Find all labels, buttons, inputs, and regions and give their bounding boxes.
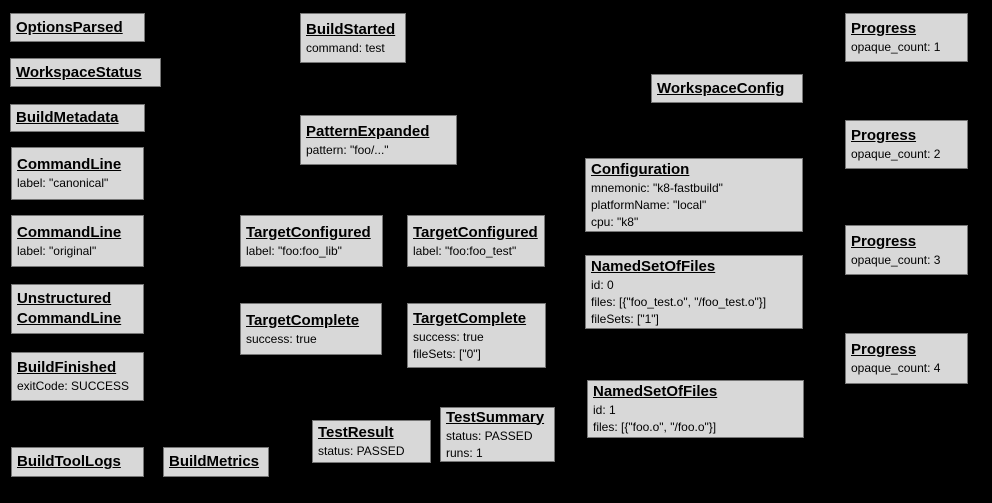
event-field: status: PASSED [446,428,533,443]
event-field: exitCode: SUCCESS [17,379,130,393]
event-field: id: 0 [591,277,614,292]
event-field: label: "canonical" [17,176,109,190]
event-box-workspace-status: WorkspaceStatus [10,58,161,87]
event-box-workspace-config: WorkspaceConfig [651,74,803,103]
event-field: cpu: "k8" [591,214,639,229]
event-field: label: "original" [17,243,97,258]
event-title: WorkspaceConfig [657,79,785,97]
event-field: files: [{"foo.o", "/foo.o"}] [593,420,717,434]
event-title: NamedSetOfFiles [591,257,716,275]
event-title: BuildMetadata [16,109,119,126]
event-box-configuration: Configuration mnemonic: "k8-fastbuild" p… [585,158,803,232]
event-box-progress-1: Progress opaque_count: 1 [845,13,968,62]
event-title: Progress [851,127,917,144]
event-field: label: "foo:foo_test" [413,243,517,258]
event-box-progress-2: Progress opaque_count: 2 [845,120,968,169]
event-title: Progress [851,20,917,37]
event-field: success: true [413,329,484,344]
event-box-test-result: TestResult status: PASSED [312,420,431,463]
event-field: command: test [306,40,385,55]
event-title: CommandLine [17,156,122,173]
event-field: pattern: "foo/..." [306,142,389,157]
event-title: WorkspaceStatus [16,63,142,81]
event-box-target-complete-test: TargetComplete success: true fileSets: [… [407,303,546,368]
event-title: BuildMetrics [169,453,260,470]
event-title: TargetConfigured [413,223,538,241]
event-field: mnemonic: "k8-fastbuild" [591,180,723,195]
event-field: files: [{"foo_test.o", "/foo_test.o"}] [591,294,767,309]
event-field: runs: 1 [446,445,483,460]
event-title: Progress [851,341,917,358]
event-box-progress-3: Progress opaque_count: 3 [845,225,968,275]
event-field: opaque_count: 2 [851,147,941,161]
event-title: BuildToolLogs [17,453,121,470]
event-field: fileSets: ["1"] [591,311,659,326]
event-title: CommandLine [17,223,122,241]
event-box-build-metrics: BuildMetrics [163,447,269,477]
event-field: platformName: "local" [591,197,707,212]
event-box-target-configured-foo-test: TargetConfigured label: "foo:foo_test" [407,215,545,267]
event-field: label: "foo:foo_lib" [246,243,342,258]
event-box-command-line-canonical: CommandLine label: "canonical" [11,147,144,200]
event-title: TargetComplete [413,309,527,327]
event-box-named-set-of-files-1: NamedSetOfFiles id: 1 files: [{"foo.o", … [587,380,804,438]
event-box-unstructured-command-line: Unstructured CommandLine [11,284,144,334]
event-box-target-complete-lib: TargetComplete success: true [240,303,382,355]
event-title: TargetComplete [246,311,360,329]
event-title: Configuration [591,160,690,178]
event-box-target-configured-foo-lib: TargetConfigured label: "foo:foo_lib" [240,215,383,267]
event-field: success: true [246,331,317,346]
event-field: fileSets: ["0"] [413,346,481,361]
event-title: OptionsParsed [16,18,123,36]
event-box-progress-4: Progress opaque_count: 4 [845,333,968,384]
event-box-build-started: BuildStarted command: test [300,13,406,63]
event-title: Unstructured CommandLine [17,290,122,327]
event-box-pattern-expanded: PatternExpanded pattern: "foo/..." [300,115,457,165]
event-title: BuildStarted [306,20,396,38]
event-field: status: PASSED [318,444,405,458]
event-title: TestSummary [446,408,545,426]
event-box-command-line-original: CommandLine label: "original" [11,215,144,267]
event-box-named-set-of-files-0: NamedSetOfFiles id: 0 files: [{"foo_test… [585,255,803,329]
event-field: opaque_count: 3 [851,252,941,267]
event-box-build-metadata: BuildMetadata [10,104,145,132]
event-box-options-parsed: OptionsParsed [10,13,145,42]
event-title: Progress [851,232,917,250]
event-title: TestResult [318,424,394,441]
event-field: opaque_count: 1 [851,40,941,54]
event-box-build-tool-logs: BuildToolLogs [11,447,144,477]
event-field: opaque_count: 4 [851,361,941,375]
event-field: id: 1 [593,403,616,417]
event-title: NamedSetOfFiles [593,383,718,400]
event-box-test-summary: TestSummary status: PASSED runs: 1 [440,407,555,462]
event-title: TargetConfigured [246,223,371,241]
event-title: BuildFinished [17,359,117,376]
event-title: PatternExpanded [306,122,430,140]
event-box-build-finished: BuildFinished exitCode: SUCCESS [11,352,144,401]
